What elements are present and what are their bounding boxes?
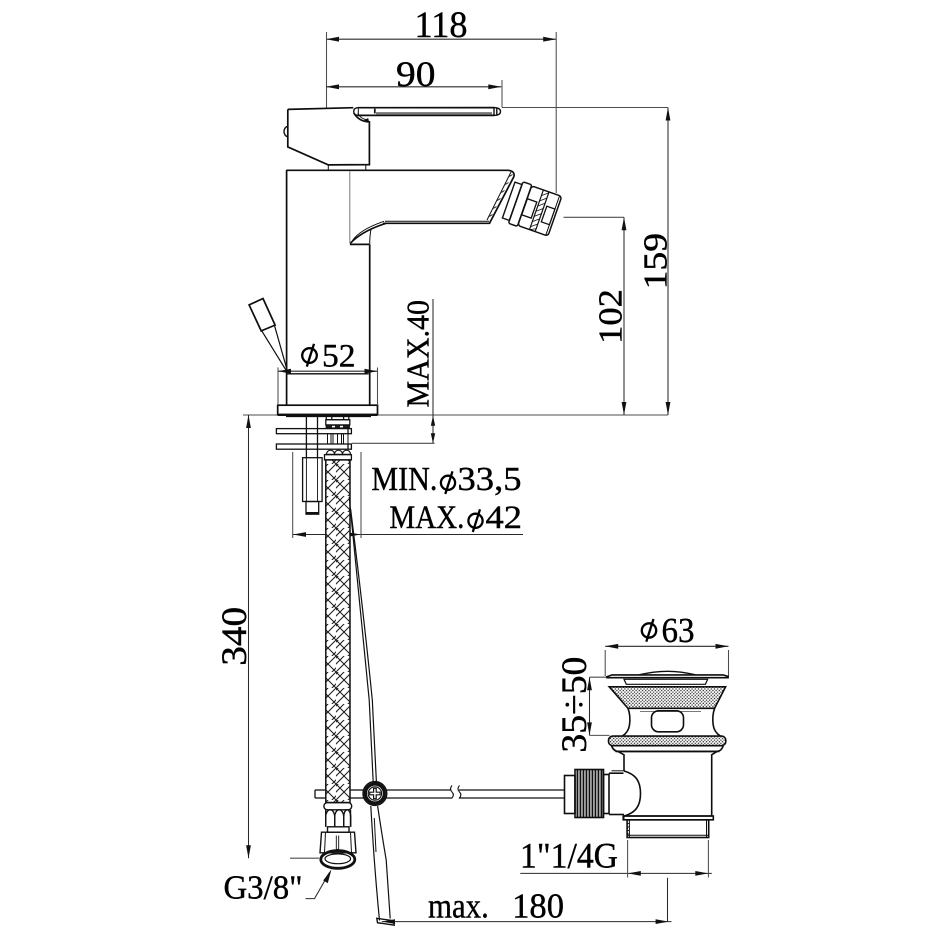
svg-text:340: 340 [214, 607, 254, 666]
svg-text:52: 52 [322, 338, 356, 374]
svg-text:90: 90 [396, 54, 436, 94]
svg-text:MAX.40: MAX.40 [399, 300, 435, 408]
svg-text:MAX.: MAX. [389, 500, 464, 536]
svg-text:33,5: 33,5 [458, 460, 522, 498]
svg-text:180: 180 [512, 886, 564, 925]
svg-text:G3/8": G3/8" [224, 870, 303, 907]
svg-text:1"1/4G: 1"1/4G [520, 835, 618, 875]
svg-text:63: 63 [662, 612, 695, 650]
svg-text:118: 118 [415, 5, 468, 46]
svg-text:35÷50: 35÷50 [554, 657, 594, 753]
svg-text:42: 42 [486, 500, 523, 536]
svg-text:max.: max. [428, 886, 489, 925]
svg-text:102: 102 [592, 289, 630, 344]
svg-text:MIN.: MIN. [371, 460, 437, 498]
svg-text:159: 159 [637, 233, 674, 290]
